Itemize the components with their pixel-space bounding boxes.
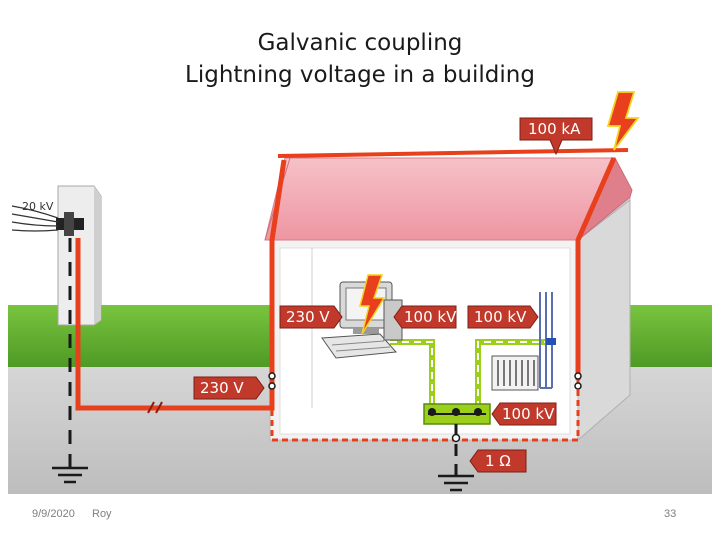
- title-line-1: Galvanic coupling: [257, 30, 463, 56]
- label-box-earth-bar-voltage: [491, 402, 557, 426]
- ground-symbol-icon: [52, 466, 88, 484]
- label-box-rack-voltage: [467, 305, 539, 329]
- label-box-earth-resistance: [469, 449, 527, 473]
- label-box-supply-voltage: [193, 376, 265, 400]
- label-box-equipment-voltage: [279, 305, 343, 329]
- lightning-bolt-icon: [606, 91, 640, 151]
- page-number: 33: [664, 508, 677, 520]
- cable-break-icon: [147, 401, 163, 414]
- pc-data-voltage-label: 100 kV: [404, 308, 457, 326]
- grid-voltage-label: 20 kV: [22, 200, 54, 213]
- label-box-strike-current: [519, 117, 593, 156]
- earth-resistance-label: 1 Ω: [485, 452, 511, 470]
- title-line-2: Lightning voltage in a building: [185, 62, 535, 88]
- footer-author: Roy: [92, 508, 112, 520]
- lightning-path-right: [575, 156, 617, 380]
- footer-date: 9/9/2020: [32, 508, 75, 520]
- supply-voltage-label: 230 V: [200, 379, 244, 397]
- strike-current-label: 100 kA: [528, 120, 581, 138]
- ridge-conductor: [277, 148, 629, 158]
- ground-symbol-icon: [438, 474, 474, 492]
- radiator-icon: [491, 355, 539, 391]
- lightning-bolt-icon: [359, 274, 386, 335]
- rack-voltage-label: 100 kV: [474, 308, 527, 326]
- roof: [264, 157, 616, 241]
- equipment-voltage-label: 230 V: [286, 308, 330, 326]
- building-earth-red: [270, 380, 580, 442]
- earth-bar-voltage-label: 100 kV: [502, 405, 555, 423]
- lightning-path-left: [269, 159, 287, 380]
- label-box-pc-data-voltage: [393, 305, 457, 329]
